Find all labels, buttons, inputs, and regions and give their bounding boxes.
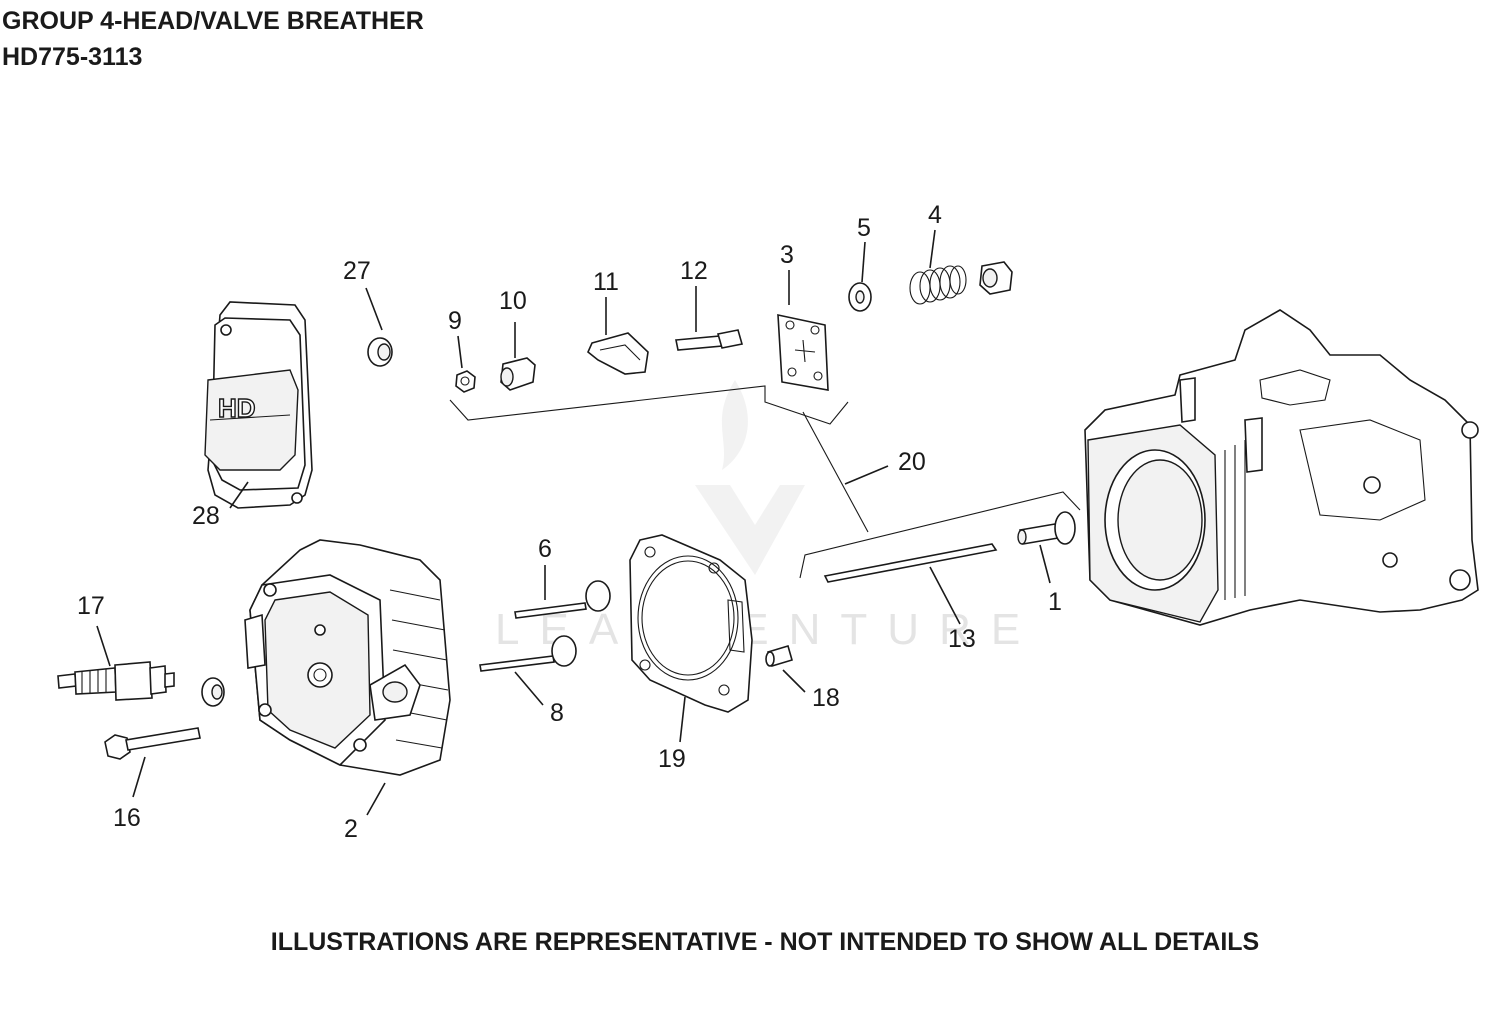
- callout-27: 27: [343, 257, 371, 285]
- head-bolt: [104, 727, 201, 760]
- callout-1: 1: [1048, 588, 1062, 616]
- rocker-pivot: [500, 357, 536, 391]
- spring-retainer: [848, 282, 872, 312]
- watermark: LEADVENTURE: [495, 605, 1041, 654]
- callout-20: 20: [898, 448, 926, 476]
- callout-28: 28: [192, 502, 220, 530]
- breather-grommet: [367, 337, 393, 367]
- dowel-pin: [765, 645, 793, 667]
- valve-spring: [909, 265, 967, 305]
- callout-2: 2: [344, 815, 358, 843]
- rocker-arm: [587, 332, 649, 375]
- callout-9: 9: [448, 307, 462, 335]
- callout-18: 18: [812, 684, 840, 712]
- head-grommet: [201, 677, 225, 707]
- callout-4: 4: [928, 201, 942, 229]
- cylinder-head: [244, 539, 451, 776]
- valve-cover: HD: [204, 301, 313, 509]
- callout-11: 11: [593, 268, 619, 296]
- callout-numbers: 27 9 10 11 12 3 5 4 28 20 6 17 1 13 8 18…: [77, 201, 1062, 843]
- engine-block: [1084, 309, 1479, 626]
- valve-stem-seal: [979, 261, 1013, 295]
- nut: [455, 370, 476, 393]
- callout-19: 19: [658, 745, 686, 773]
- watermark-logo: [695, 380, 805, 575]
- cover-logo: HD: [218, 393, 256, 423]
- model-code: HD775-3113: [2, 43, 143, 71]
- callout-10: 10: [499, 287, 527, 315]
- callout-17: 17: [77, 592, 105, 620]
- callout-6: 6: [538, 535, 552, 563]
- spark-plug: [57, 661, 175, 701]
- push-rod-guide-plate: [777, 313, 829, 391]
- group-20-bracket: [449, 385, 1081, 579]
- rocker-stud: [675, 329, 744, 351]
- callout-12: 12: [680, 257, 708, 285]
- callout-3: 3: [780, 241, 794, 269]
- head-gasket: [629, 534, 753, 713]
- callout-13: 13: [948, 625, 976, 653]
- callout-16: 16: [113, 804, 141, 832]
- page-title: GROUP 4-HEAD/VALVE BREATHER: [2, 7, 424, 35]
- intake-valve: [514, 580, 611, 619]
- valve-lifter: [1017, 511, 1076, 545]
- callout-5: 5: [857, 214, 871, 242]
- push-rod: [823, 543, 998, 583]
- exhaust-valve: [479, 635, 577, 672]
- disclaimer-footer: ILLUSTRATIONS ARE REPRESENTATIVE - NOT I…: [270, 928, 1260, 956]
- leader-lines: [96, 229, 1051, 816]
- callout-8: 8: [550, 699, 564, 727]
